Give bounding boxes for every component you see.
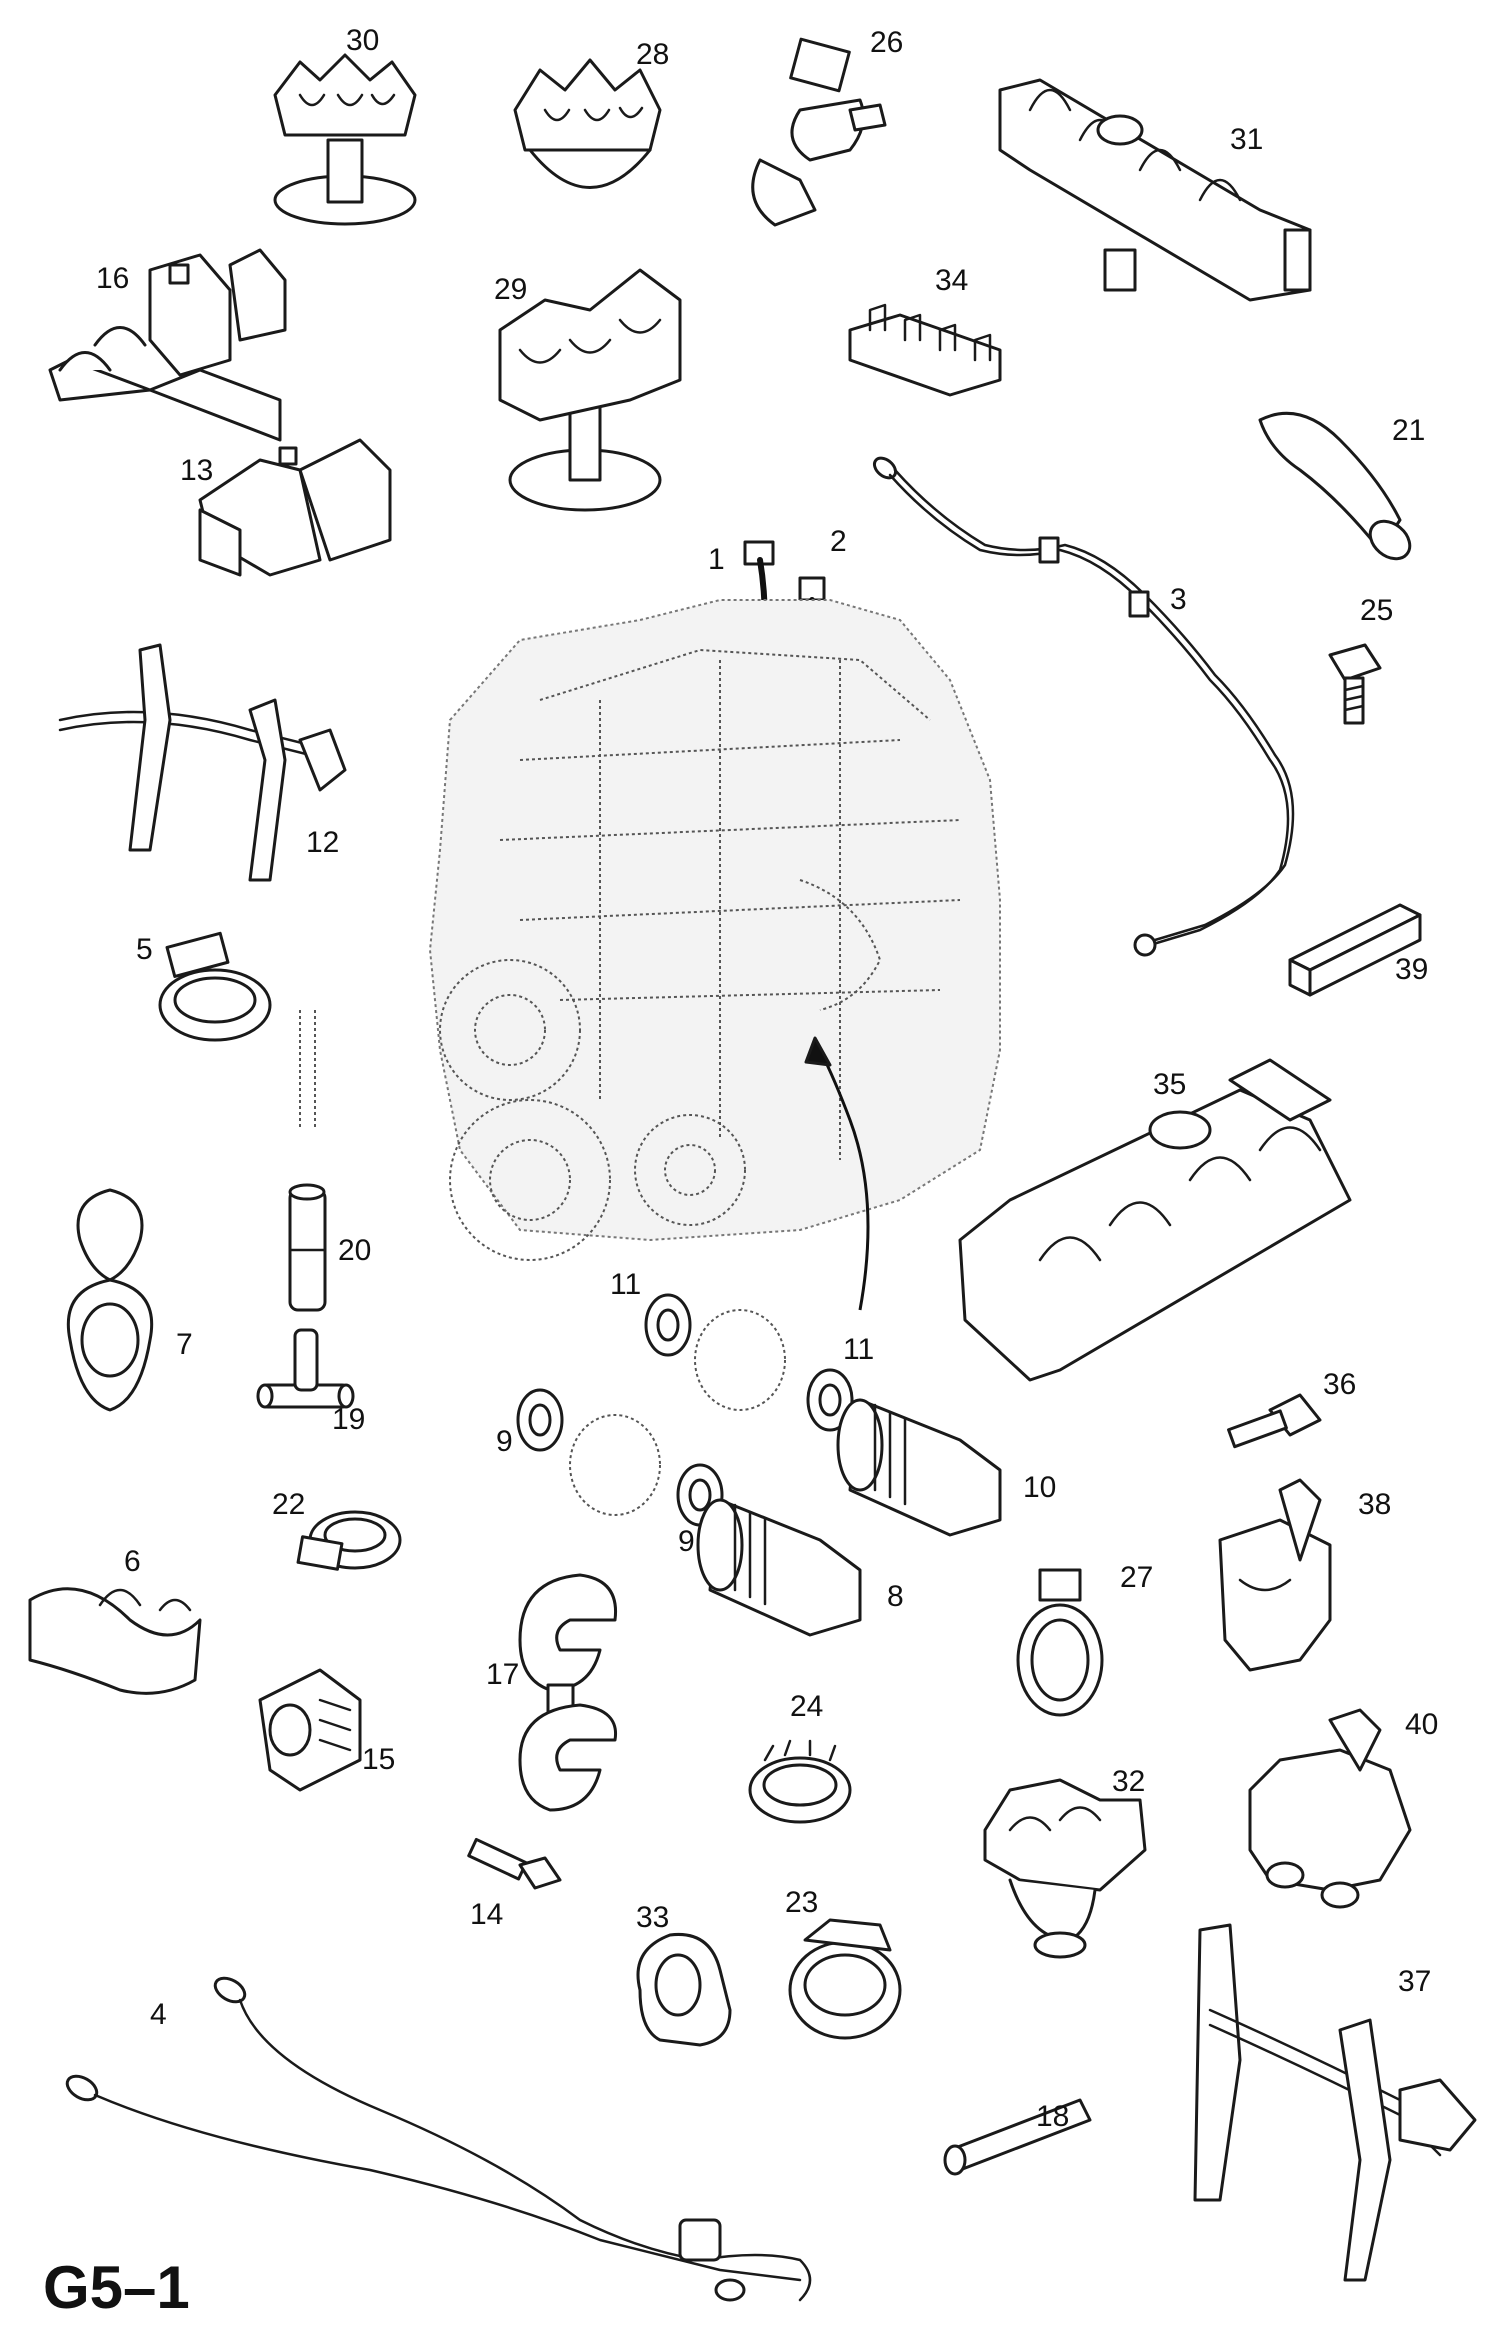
callout-40: 40	[1405, 1708, 1439, 1741]
callout-23: 23	[785, 1886, 819, 1919]
part-6-spring-clip	[28, 1587, 202, 1695]
callout-17: 17	[486, 1658, 520, 1691]
callout-34: 34	[935, 264, 969, 297]
part-27-hose-clamp	[1016, 1568, 1104, 1717]
part-32-clip-dome-base	[983, 1778, 1147, 1959]
part-38-clip	[1218, 1478, 1332, 1672]
callout-20: 20	[338, 1234, 372, 1267]
part-20-hose-connector	[288, 1010, 327, 1312]
callout-22: 22	[272, 1488, 306, 1521]
part-30-pipe-clip-round-base	[273, 53, 417, 226]
part-15-connector-housing	[258, 1668, 362, 1792]
callout-28: 28	[636, 38, 670, 71]
part-33-p-clip	[636, 1932, 732, 2047]
part-39-bar	[1288, 903, 1422, 997]
part-37-bracket	[1193, 1923, 1477, 2282]
part-26-strap-clip	[751, 37, 887, 227]
part-23-spring-hose-clamp	[788, 1918, 902, 2040]
callout-35: 35	[1153, 1068, 1187, 1101]
callout-16: 16	[96, 262, 130, 295]
callout-11-upper: 11	[610, 1268, 642, 1301]
callout-18: 18	[1036, 2100, 1070, 2133]
plate-code: G5–1	[43, 2254, 190, 2321]
callout-1: 1	[708, 543, 725, 576]
callout-25: 25	[1360, 594, 1394, 627]
part-13-clip	[198, 438, 392, 577]
callout-2: 2	[830, 525, 847, 558]
part-25-bolt	[1328, 643, 1382, 725]
callout-38: 38	[1358, 1488, 1392, 1521]
part-40-multi-clip	[1248, 1708, 1412, 1909]
part-34-comb-clip	[848, 303, 1002, 397]
part-21-hose-sleeve	[1258, 411, 1412, 561]
part-16-double-clip	[48, 248, 287, 442]
arrow-head	[804, 1036, 832, 1067]
callout-26: 26	[870, 26, 904, 59]
callout-10: 10	[1023, 1471, 1057, 1504]
part-35-large-multi-clip	[958, 1058, 1352, 1382]
callout-39: 39	[1395, 953, 1429, 986]
callout-6: 6	[124, 1545, 141, 1578]
part-24-hose-clamp	[748, 1739, 852, 1824]
callout-37: 37	[1398, 1965, 1432, 1998]
callout-27: 27	[1120, 1561, 1154, 1594]
callout-9-left: 9	[496, 1425, 513, 1458]
part-36-bolt	[1227, 1393, 1322, 1449]
callout-3: 3	[1170, 583, 1187, 616]
callout-31: 31	[1230, 123, 1264, 156]
part-3-pipe	[872, 456, 1295, 957]
callout-14: 14	[470, 1898, 504, 1931]
part-22-hose-clamp	[296, 1510, 402, 1571]
callout-32: 32	[1112, 1765, 1146, 1798]
callout-29: 29	[494, 273, 528, 306]
part-7-double-clip	[66, 1188, 154, 1412]
callout-12: 12	[306, 826, 340, 859]
callout-5: 5	[136, 933, 153, 966]
callout-19: 19	[332, 1403, 366, 1436]
part-29-large-clip-disc-base	[498, 268, 682, 512]
engine-block-background	[428, 599, 1001, 1261]
part-14-bolt	[467, 1837, 562, 1890]
part-31-multi-pipe-clip	[998, 78, 1312, 302]
part-11-9-sealing-washers	[516, 1293, 854, 1527]
callout-7: 7	[176, 1328, 193, 1361]
callout-36: 36	[1323, 1368, 1357, 1401]
part-12-bracket	[58, 643, 347, 882]
callout-33: 33	[636, 1901, 670, 1934]
part-10-8-banjo-bolts	[696, 1398, 1002, 1637]
callout-8: 8	[887, 1580, 904, 1613]
callout-15: 15	[362, 1743, 396, 1776]
part-18-pin	[943, 2098, 1092, 2176]
callout-30: 30	[346, 24, 380, 57]
part-4-fuel-pipes	[65, 1976, 812, 2302]
part-5-hose-clamp	[158, 931, 272, 1042]
callout-11-lower: 11	[843, 1333, 875, 1366]
callout-4: 4	[150, 1998, 167, 2031]
callout-13: 13	[180, 454, 214, 487]
part-19-t-connector	[256, 1328, 355, 1409]
callout-21: 21	[1392, 414, 1426, 447]
callout-24: 24	[790, 1690, 824, 1723]
part-28-pipe-clip-dome-base	[513, 58, 662, 189]
part-17-double-c-clip	[518, 1573, 618, 1812]
installation-arrow	[818, 1049, 870, 1311]
callout-9-right: 9	[678, 1525, 695, 1558]
